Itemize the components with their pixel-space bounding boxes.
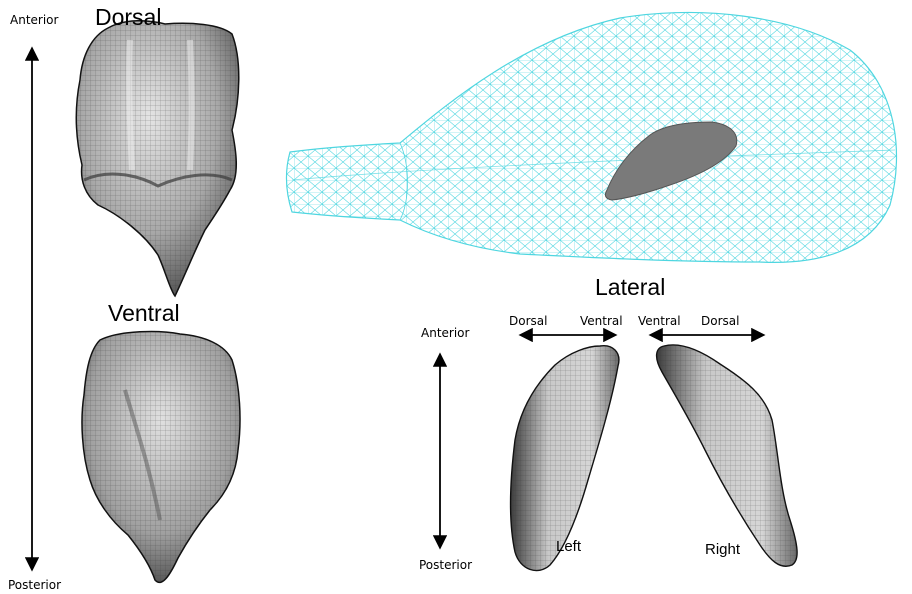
- left-ventral-label: Ventral: [580, 314, 623, 328]
- body-wireframe: [286, 13, 896, 263]
- left-anterior-label: Anterior: [10, 13, 58, 27]
- right-ventral-label: Ventral: [638, 314, 681, 328]
- left-posterior-label: Posterior: [8, 578, 61, 592]
- ventral-model: [82, 332, 240, 583]
- lateral-anterior-label: Anterior: [421, 326, 469, 340]
- ventral-title: Ventral: [108, 300, 180, 327]
- right-side-label: Right: [705, 541, 740, 558]
- lateral-posterior-label: Posterior: [419, 558, 472, 572]
- left-dorsal-label: Dorsal: [509, 314, 547, 328]
- right-lateral-model: [657, 345, 798, 566]
- dorsal-title: Dorsal: [95, 4, 161, 31]
- left-side-label: Left: [556, 538, 581, 555]
- right-dorsal-label: Dorsal: [701, 314, 739, 328]
- lateral-title: Lateral: [595, 274, 665, 301]
- left-lateral-model: [510, 346, 618, 571]
- dorsal-model: [76, 21, 238, 296]
